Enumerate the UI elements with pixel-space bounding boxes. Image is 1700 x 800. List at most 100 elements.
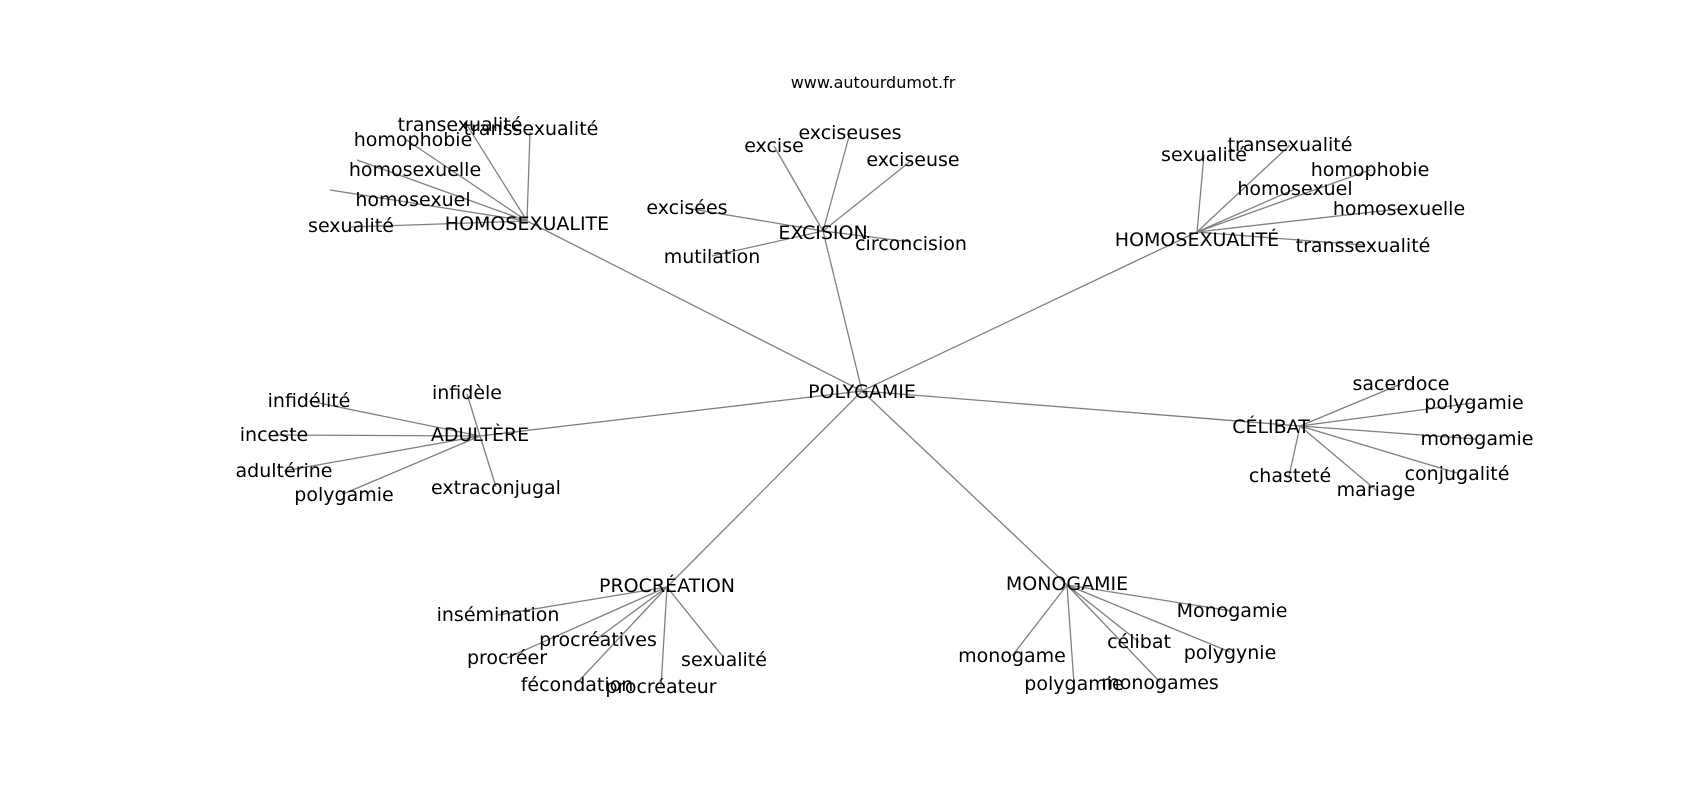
edge-homosexualite_2-3: [1196, 188, 1296, 233]
edge-homosexualite_1-3: [356, 159, 528, 222]
word-label-excision-3: excisées: [646, 197, 727, 219]
cluster-label-procreation: PROCRÉATION: [599, 574, 735, 597]
edge-homosexualite_2-0: [1196, 154, 1205, 233]
edge-monogamie-3: [1011, 584, 1068, 657]
cluster-label-monogamie: MONOGAMIE: [1006, 573, 1128, 595]
cluster-label-adultere: ADULTÈRE: [431, 423, 529, 446]
edge-excision-3: [685, 207, 824, 232]
cluster-label-homosexualite_2: HOMOSEXUALITÉ: [1115, 228, 1279, 251]
edge-celibat-0: [1299, 383, 1402, 427]
edge-excision-4: [711, 230, 824, 257]
edge-adultere-3: [283, 435, 481, 472]
edge-homosexualite_2-5: [1196, 231, 1364, 246]
edge-procreation-0: [497, 586, 668, 616]
word-label-adultere-2: inceste: [240, 424, 309, 446]
word-label-celibat-4: conjugalité: [1405, 463, 1510, 485]
word-label-adultere-1: infidèle: [432, 382, 502, 404]
word-label-monogamie-5: monogames: [1101, 672, 1219, 694]
edge-monogamie-1: [1066, 584, 1140, 643]
cluster-label-homosexualite_1: HOMOSEXUALITE: [445, 213, 609, 235]
center-node-label: POLYGAMIE: [808, 381, 916, 403]
word-label-homosexualite_1-3: homosexuelle: [349, 159, 481, 181]
word-label-homosexualite_1-2: homophobie: [354, 129, 473, 151]
edge-center-homosexualite_2: [861, 231, 1198, 392]
word-label-celibat-0: sacerdoce: [1353, 373, 1450, 395]
word-label-celibat-2: monogamie: [1421, 428, 1534, 450]
word-label-procreation-4: fécondation: [521, 674, 634, 696]
edge-homosexualite_1-4: [329, 189, 528, 222]
word-label-homosexualite_1-0: transexualité: [398, 114, 523, 136]
edge-excision-2: [822, 159, 913, 232]
edge-homosexualite_1-2: [404, 138, 528, 222]
edges-layer: [273, 124, 1477, 688]
edge-monogamie-4: [1066, 584, 1075, 685]
word-label-monogamie-2: polygynie: [1184, 642, 1277, 664]
word-label-procreation-5: procréateur: [605, 676, 716, 698]
edge-monogamie-5: [1066, 584, 1161, 683]
word-label-procreation-3: sexualité: [681, 649, 767, 671]
word-label-procreation-1: procréatives: [539, 629, 657, 651]
word-label-excision-4: mutilation: [664, 246, 761, 268]
edge-homosexualite_1-0: [466, 124, 528, 222]
word-label-homosexualite_1-1: transsexualité: [464, 118, 599, 140]
edge-procreation-4: [576, 586, 668, 684]
word-label-monogamie-4: polygamie: [1024, 673, 1123, 695]
word-label-adultere-4: polygamie: [294, 484, 393, 506]
edge-procreation-5: [660, 586, 668, 688]
word-label-homosexualite_2-3: homosexuel: [1237, 178, 1352, 200]
word-label-celibat-1: polygamie: [1424, 392, 1523, 414]
word-label-homosexualite_2-2: homophobie: [1311, 159, 1430, 181]
edge-homosexualite_1-5: [350, 220, 528, 228]
edge-monogamie-0: [1066, 584, 1233, 612]
word-label-celibat-3: chasteté: [1249, 465, 1331, 487]
edge-adultere-5: [479, 435, 497, 488]
word-label-excision-1: exciseuses: [798, 122, 901, 144]
word-label-adultere-0: infidélité: [268, 390, 351, 412]
edge-procreation-3: [666, 586, 725, 659]
edge-homosexualite_2-1: [1196, 144, 1291, 233]
edge-procreation-2: [506, 586, 668, 659]
edge-adultere-4: [342, 435, 481, 495]
word-label-homosexualite_2-1: transexualité: [1228, 134, 1353, 156]
word-label-homosexualite_1-4: homosexuel: [355, 189, 470, 211]
cluster-label-excision: EXCISION: [778, 222, 867, 244]
edge-monogamie-2: [1066, 584, 1231, 653]
word-label-homosexualite_2-4: homosexuelle: [1333, 198, 1465, 220]
edge-center-homosexualite_1: [526, 220, 863, 392]
word-label-homosexualite_1-5: sexualité: [308, 215, 394, 237]
word-label-adultere-3: adultérine: [236, 460, 333, 482]
word-label-homosexualite_2-0: sexualité: [1161, 144, 1247, 166]
edge-homosexualite_2-4: [1196, 208, 1400, 233]
edge-homosexualite_2-2: [1196, 169, 1371, 233]
word-label-celibat-5: mariage: [1337, 479, 1416, 501]
cluster-label-celibat: CÉLIBAT: [1232, 415, 1310, 438]
edge-center-procreation: [666, 390, 863, 588]
edge-excision-1: [822, 132, 851, 232]
edge-center-excision: [822, 230, 863, 392]
edge-excision-0: [773, 145, 824, 232]
edge-procreation-1: [597, 586, 668, 639]
edge-celibat-2: [1299, 425, 1477, 440]
edge-celibat-4: [1299, 425, 1458, 474]
edge-adultere-2: [273, 434, 481, 437]
word-label-excision-0: excise: [744, 135, 804, 157]
word-label-homosexualite_2-5: transsexualité: [1296, 235, 1431, 257]
edge-center-celibat: [861, 390, 1301, 427]
nodes-layer: HOMOSEXUALITEtransexualitétranssexualité…: [236, 114, 1534, 698]
word-label-monogamie-3: monogame: [958, 645, 1066, 667]
word-label-excision-2: exciseuse: [866, 149, 959, 171]
edge-adultere-0: [308, 400, 481, 437]
edge-center-adultere: [479, 390, 863, 437]
word-label-monogamie-0: Monogamie: [1177, 600, 1288, 622]
edge-homosexualite_1-1: [526, 131, 531, 222]
edge-celibat-5: [1299, 425, 1377, 491]
edge-celibat-3: [1288, 425, 1301, 477]
source-watermark: www.autourdumot.fr: [791, 73, 956, 92]
edge-excision-5: [822, 230, 912, 243]
word-label-excision-5: circoncision: [855, 233, 967, 255]
edge-celibat-1: [1299, 402, 1474, 427]
edge-adultere-1: [466, 393, 481, 437]
word-label-monogamie-1: célibat: [1107, 631, 1171, 653]
word-label-adultere-5: extraconjugal: [431, 477, 561, 499]
